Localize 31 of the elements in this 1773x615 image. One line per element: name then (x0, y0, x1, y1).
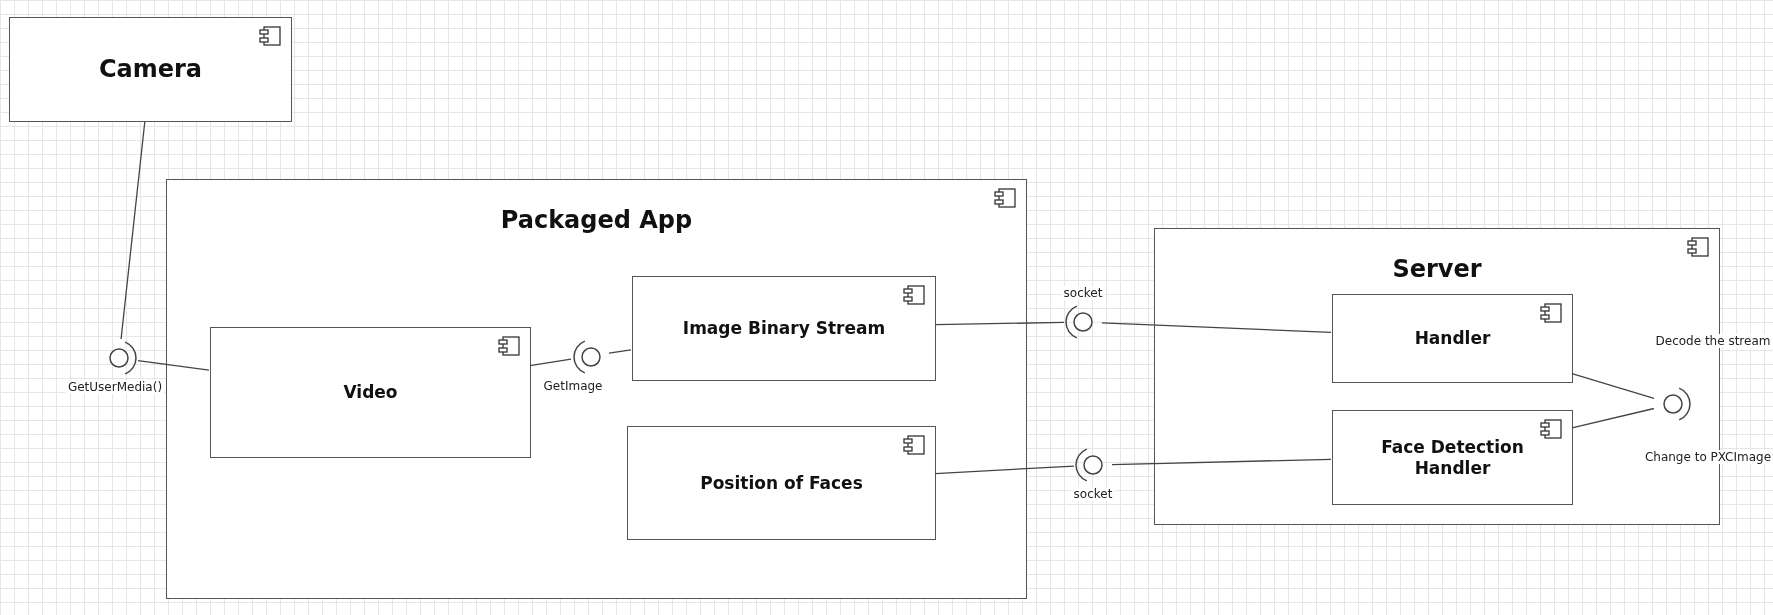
interface-label: socket (1061, 286, 1105, 300)
component-title: Camera (98, 55, 203, 84)
component-box (1332, 294, 1573, 383)
component-box (1332, 410, 1573, 505)
connector-line (1111, 458, 1332, 466)
connector-line (137, 359, 210, 371)
component-title: Face Detection Handler (1380, 437, 1525, 478)
component-box (166, 179, 1027, 599)
connector-line (934, 465, 1075, 475)
component-title: Server (1392, 255, 1482, 284)
component-title: Position of Faces (700, 472, 863, 494)
connector-line (1571, 373, 1655, 399)
interface-label: GetImage (541, 379, 605, 393)
component-title: Video (343, 382, 398, 403)
interface-label: GetUserMedia() (65, 380, 165, 394)
component-title: Handler (1414, 328, 1491, 349)
interface-label: Change to PXCImage (1642, 450, 1773, 464)
connector-line (608, 349, 632, 354)
component-title: Image Binary Stream (682, 318, 886, 339)
component-box (632, 276, 936, 381)
interface-label: socket (1071, 487, 1115, 501)
connector-line (1101, 322, 1332, 334)
connector-line (934, 321, 1065, 326)
component-box (210, 327, 531, 458)
interface-label: Decode the stream (1653, 334, 1773, 348)
connector-line (1571, 407, 1655, 429)
component-title: Packaged App (500, 206, 693, 235)
connector-line (120, 121, 146, 340)
component-box (627, 426, 936, 540)
component-box (9, 17, 292, 122)
connector-line (529, 358, 572, 367)
